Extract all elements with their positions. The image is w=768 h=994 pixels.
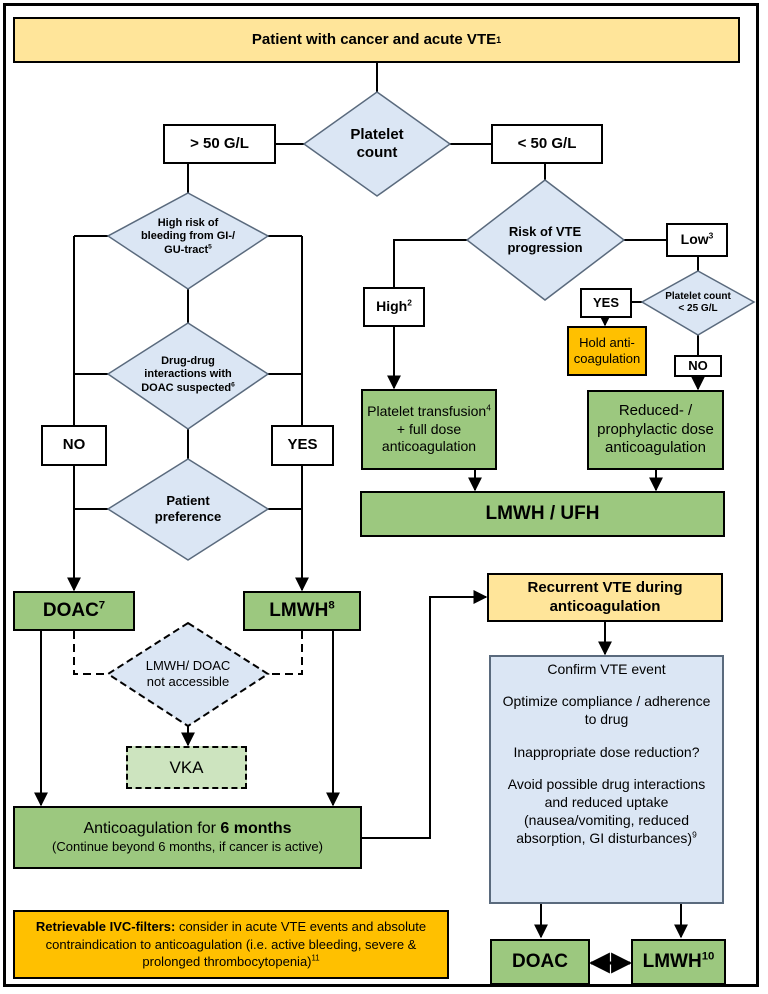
hold-text: Hold anti- coagulation bbox=[573, 334, 641, 366]
risk-progression-label: Risk of VTE progression bbox=[495, 212, 595, 268]
anticoagulation-box: Anticoagulation for 6 months (Continue b… bbox=[13, 806, 362, 869]
bleeding-risk-sup: 5 bbox=[208, 242, 212, 250]
ivc-text: consider in acute VTE events and absolut… bbox=[45, 919, 427, 970]
ddi-sup: 6 bbox=[231, 380, 235, 388]
bleeding-risk-label: High risk of bleeding from GI-/ GU-tract… bbox=[138, 206, 238, 268]
assessment-step: Inappropriate dose reduction? bbox=[513, 743, 700, 760]
assessment-step: Confirm VTE event bbox=[547, 661, 666, 677]
gt50-box: > 50 G/L bbox=[163, 124, 276, 164]
low-text: Low bbox=[680, 231, 709, 248]
right-yes-box: YES bbox=[580, 288, 632, 318]
platelet-count-text: Platelet count bbox=[350, 126, 404, 161]
bleeding-risk-text: High risk of bleeding from GI-/ GU-tract bbox=[140, 217, 236, 256]
recurrent-doac-box: DOAC bbox=[490, 939, 590, 985]
preference-diamond bbox=[106, 458, 270, 561]
platelet-lt25-text: Platelet count < 25 G/L bbox=[665, 291, 731, 314]
platelet-count-label: Platelet count bbox=[330, 118, 424, 170]
doac-sup: 7 bbox=[98, 599, 106, 612]
lmwh-box: LMWH8 bbox=[243, 591, 361, 631]
ivc-filters-box: Retrievable IVC-filters: consider in acu… bbox=[13, 910, 449, 979]
ivc-title: Retrievable IVC-filters: bbox=[35, 919, 176, 935]
lt50-box: < 50 G/L bbox=[491, 124, 603, 164]
not-accessible-text: LMWH/ DOAC not accessible bbox=[145, 658, 231, 689]
title-text: Patient with cancer and acute VTE bbox=[251, 30, 497, 48]
bleeding-risk-diamond bbox=[106, 192, 270, 290]
risk-progression-text: Risk of VTE progression bbox=[507, 224, 583, 255]
recurrent-doac-text: DOAC bbox=[512, 951, 568, 973]
hold-anticoagulation-box: Hold anti- coagulation bbox=[567, 326, 647, 376]
right-yes-text: YES bbox=[592, 294, 619, 310]
assessment-step: Optimize compliance / adherence to drug bbox=[502, 693, 711, 728]
transfusion-box: Platelet transfusion4 + full dose antico… bbox=[361, 389, 497, 470]
vka-text: VKA bbox=[169, 757, 204, 777]
recurrent-lmwh-sup: 10 bbox=[701, 950, 715, 963]
ddi-diamond bbox=[106, 322, 270, 430]
recurrent-lmwh-box: LMWH10 bbox=[631, 939, 726, 985]
assessment-step: Avoid possible drug interactions and red… bbox=[507, 775, 706, 847]
recurrent-lmwh-text: LMWH bbox=[642, 951, 702, 973]
lmwh-ufh-box: LMWH / UFH bbox=[360, 491, 725, 537]
low-sup: 3 bbox=[708, 230, 714, 241]
vka-box: VKA bbox=[126, 746, 247, 789]
platelet-lt25-diamond bbox=[640, 270, 756, 336]
recurrent-assessment-box: Confirm VTE event Optimize compliance / … bbox=[489, 655, 724, 904]
full-dose-text: + full dose anticoagulation bbox=[381, 420, 477, 455]
ddi-label: Drug-drug interactions with DOAC suspect… bbox=[138, 345, 238, 405]
lmwh-text: LMWH bbox=[269, 600, 329, 622]
left-no-box: NO bbox=[41, 425, 107, 466]
flowchart-frame bbox=[3, 3, 759, 987]
anticoag-prefix: Anticoagulation for bbox=[83, 820, 221, 838]
assessment-step-sup: 9 bbox=[692, 829, 697, 840]
anticoag-note: (Continue beyond 6 months, if cancer is … bbox=[52, 839, 323, 855]
low-box: Low3 bbox=[666, 223, 728, 257]
left-no-text: NO bbox=[62, 436, 86, 454]
reduced-dose-text: Reduced- / prophylactic dose anticoagula… bbox=[597, 401, 714, 457]
lmwh-sup: 8 bbox=[328, 599, 335, 612]
anticoag-duration: 6 months bbox=[220, 820, 292, 838]
right-no-text: NO bbox=[688, 357, 708, 373]
left-yes-box: YES bbox=[271, 425, 334, 466]
transfusion-text: Platelet transfusion bbox=[367, 403, 487, 420]
not-accessible-label: LMWH/ DOAC not accessible bbox=[143, 648, 233, 700]
risk-progression-diamond bbox=[465, 179, 626, 301]
right-no-box: NO bbox=[674, 355, 722, 377]
recurrent-vte-box: Recurrent VTE during anticoagulation bbox=[487, 573, 723, 622]
lt50-text: < 50 G/L bbox=[517, 134, 577, 152]
high-sup: 2 bbox=[407, 297, 412, 308]
high-text: High bbox=[376, 298, 408, 315]
lmwh-ufh-text: LMWH / UFH bbox=[485, 503, 600, 525]
recurrent-vte-text: Recurrent VTE during anticoagulation bbox=[527, 578, 683, 615]
not-accessible-diamond bbox=[106, 621, 270, 728]
left-yes-text: YES bbox=[287, 436, 318, 454]
platelet-lt25-label: Platelet count < 25 G/L bbox=[662, 282, 734, 324]
high-box: High2 bbox=[363, 287, 425, 327]
reduced-dose-box: Reduced- / prophylactic dose anticoagula… bbox=[587, 390, 724, 470]
transfusion-sup: 4 bbox=[486, 402, 491, 413]
platelet-count-diamond bbox=[302, 91, 452, 197]
gt50-text: > 50 G/L bbox=[190, 134, 249, 152]
preference-label: Patient preference bbox=[138, 486, 238, 532]
doac-box: DOAC7 bbox=[13, 591, 135, 631]
ddi-text: Drug-drug interactions with DOAC suspect… bbox=[141, 355, 232, 394]
doac-text: DOAC bbox=[42, 600, 99, 622]
preference-text: Patient preference bbox=[154, 493, 222, 524]
ivc-sup: 11 bbox=[311, 953, 320, 963]
